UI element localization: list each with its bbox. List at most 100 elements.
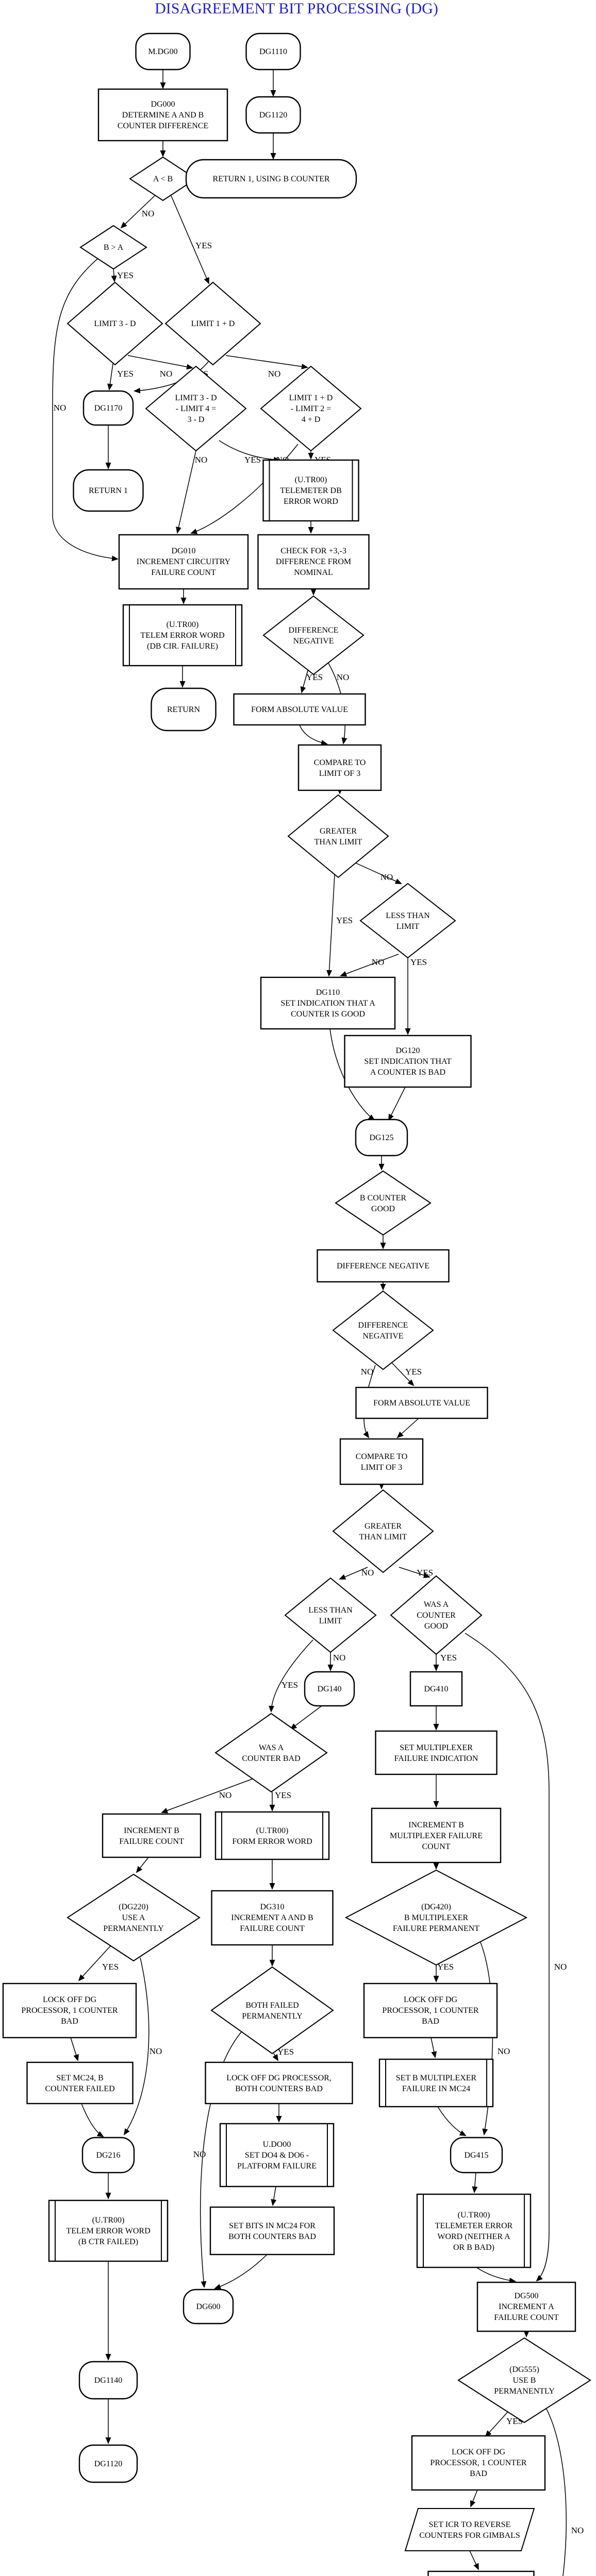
node-dg1120-top: DG1120 xyxy=(245,96,301,134)
dg310-text: DG310 xyxy=(260,1903,284,1911)
a-lt-b-shape xyxy=(129,156,197,201)
node-setmc24a: SET MC24, A COUNTER FAILED xyxy=(427,2570,535,2576)
edge-setbmux-dg415 xyxy=(437,2106,467,2136)
diffneg1-shape xyxy=(262,595,365,675)
limit3d-shape xyxy=(67,281,163,366)
compare1-shape xyxy=(297,744,382,791)
limit12-shape xyxy=(260,365,362,452)
lockr-text: PROCESSOR, 1 COUNTER xyxy=(382,2006,478,2015)
setbmux-text: FAILURE IN MC24 xyxy=(402,2084,470,2093)
node-a-lt-b: A < B xyxy=(129,156,197,201)
udo00-text: SET DO4 & DO6 - xyxy=(245,2151,309,2160)
dg555-text: USE B xyxy=(513,2376,536,2385)
node-lockl: LOCK OFF DG PROCESSOR, 1 COUNTER BAD xyxy=(2,1982,137,2039)
edge-bgta-yes-limit3d xyxy=(111,268,117,282)
node-dg500: DG500 INCREMENT A FAILURE COUNT xyxy=(476,2281,576,2332)
lockl-text: PROCESSOR, 1 COUNTER xyxy=(21,2006,118,2015)
less1-text: LESS THAN xyxy=(386,911,430,920)
dg420-text: FAILURE PERMANENT xyxy=(393,1924,479,1933)
b-counter-good-text: B COUNTER xyxy=(360,1194,407,1202)
utrb-shape xyxy=(48,2199,169,2262)
node-dg415: DG415 xyxy=(450,2137,503,2174)
node-greater2: GREATER THAN LIMIT xyxy=(332,1489,434,1573)
label-yes: YES xyxy=(275,1790,291,1800)
node-utrb: (U.TR00) TELEM ERROR WORD (B CTR FAILED) xyxy=(48,2199,169,2262)
label-no: NO xyxy=(193,2149,206,2159)
node-utrn: (U.TR00) TELEMETER ERROR WORD (NEITHER A… xyxy=(416,2193,532,2268)
lockb-text: BOTH COUNTERS BAD xyxy=(235,2084,323,2093)
dg310-text: INCREMENT A AND B xyxy=(231,1913,313,1922)
lockbot-text: PROCESSOR, 1 COUNTER xyxy=(430,2459,526,2467)
node-incb: INCREMENT B FAILURE COUNT xyxy=(102,1813,202,1858)
udo00-text: U.DO00 xyxy=(263,2140,291,2149)
telemdbcir-text: (U.TR00) xyxy=(167,620,199,629)
limit3d-text: LIMIT 3 - D xyxy=(94,319,136,328)
dg120-text: A COUNTER IS BAD xyxy=(370,1068,445,1077)
both-failed-text: PERMANENTLY xyxy=(242,2012,303,2021)
node-dg000: DG000 DETERMINE A AND B COUNTER DIFFEREN… xyxy=(97,88,228,142)
diffneg2-text: DIFFERENCE xyxy=(358,1321,408,1330)
node-lockr: LOCK OFF DG PROCESSOR, 1 COUNTER BAD xyxy=(363,1982,498,2039)
node-dg1170: DG1170 xyxy=(82,390,134,426)
node-formabs1: FORM ABSOLUTE VALUE xyxy=(233,693,366,726)
udo00-text: PLATFORM FAILURE xyxy=(237,2162,317,2171)
check33-text: DIFFERENCE FROM xyxy=(276,557,351,566)
node-limit12: LIMIT 1 + D - LIMIT 2 = 4 + D xyxy=(260,365,362,452)
greater1-text: GREATER xyxy=(320,827,357,836)
less1-shape xyxy=(359,883,456,959)
node-dg220: (DG220) USE A PERMANENTLY xyxy=(67,1873,201,1962)
seticr-text: SET ICR TO REVERSE xyxy=(429,2520,511,2529)
dg220-text: (DG220) xyxy=(119,1903,148,1911)
setbmux-text: SET B MULTIPLEXER xyxy=(396,2074,477,2082)
was-a-counter-good-shape xyxy=(390,1575,483,1655)
edge-greater2-no-less2 xyxy=(339,1567,368,1580)
lockbot-shape xyxy=(411,2435,546,2491)
label-no: NO xyxy=(268,369,281,379)
diffrect-shape xyxy=(317,1249,450,1283)
less2-text: LESS THAN xyxy=(308,1606,353,1615)
label-yes: YES xyxy=(336,916,353,925)
label-yes: YES xyxy=(440,1653,457,1663)
limit34-text: 3 - D xyxy=(188,415,205,424)
incb-text: INCREMENT B xyxy=(124,1826,179,1835)
node-formabs2: FORM ABSOLUTE VALUE xyxy=(355,1386,488,1419)
utrn-text: WORD (NEITHER A xyxy=(437,2232,510,2241)
m-dg00-shape xyxy=(135,32,191,71)
label-no: NO xyxy=(337,672,350,682)
dg420-text: (DG420) xyxy=(421,1903,451,1911)
was-a-counter-good-text: COUNTER xyxy=(417,1611,456,1620)
label-no: NO xyxy=(160,369,173,379)
node-lockbot: LOCK OFF DG PROCESSOR, 1 COUNTER BAD xyxy=(411,2435,546,2491)
label-yes: YES xyxy=(282,1680,298,1690)
node-limit34: LIMIT 3 - D - LIMIT 4 = 3 - D xyxy=(145,365,247,452)
label-yes: YES xyxy=(306,672,323,682)
return-shape xyxy=(151,687,217,732)
edge-wasgood-no-dg500 xyxy=(465,1633,550,2282)
dg1120-top-text: DG1120 xyxy=(259,111,288,120)
a-lt-b-text: A < B xyxy=(153,175,173,183)
edge-diffneg2-yes-formabs2 xyxy=(390,1361,415,1386)
node-compare2: COMPARE TO LIMIT OF 3 xyxy=(339,1438,424,1485)
diffneg1-text: NEGATIVE xyxy=(293,637,334,646)
dg220-shape xyxy=(67,1873,201,1962)
node-setbmux: SET B MULTIPLEXER FAILURE IN MC24 xyxy=(378,2058,494,2108)
dg420-shape xyxy=(344,1869,528,1966)
incb-text: FAILURE COUNT xyxy=(119,1837,184,1846)
dg1110-shape xyxy=(245,32,301,71)
label-yes: YES xyxy=(117,369,134,379)
edge-limit1d-no-limit12 xyxy=(225,355,308,369)
edge-labels: NO YES YES NO YES NO YES NO NO YES NO YE… xyxy=(54,209,584,2535)
formabs2-shape xyxy=(355,1386,488,1419)
seticr-shape xyxy=(404,2508,535,2551)
formerr-text: FORM ERROR WORD xyxy=(232,1837,312,1846)
return1-using-b-shape xyxy=(185,159,357,199)
incbmux-text: COUNT xyxy=(422,1842,450,1851)
node-dg110: DG110 SET INDICATION THAT A COUNTER IS G… xyxy=(260,976,396,1030)
telemdb-shape xyxy=(262,459,359,522)
label-no: NO xyxy=(571,2526,584,2535)
dg120-text: DG120 xyxy=(395,1046,420,1055)
edge-wasbad-no-incb xyxy=(161,1778,254,1814)
node-dg555: (DG555) USE B PERMANENTLY xyxy=(457,2337,591,2424)
